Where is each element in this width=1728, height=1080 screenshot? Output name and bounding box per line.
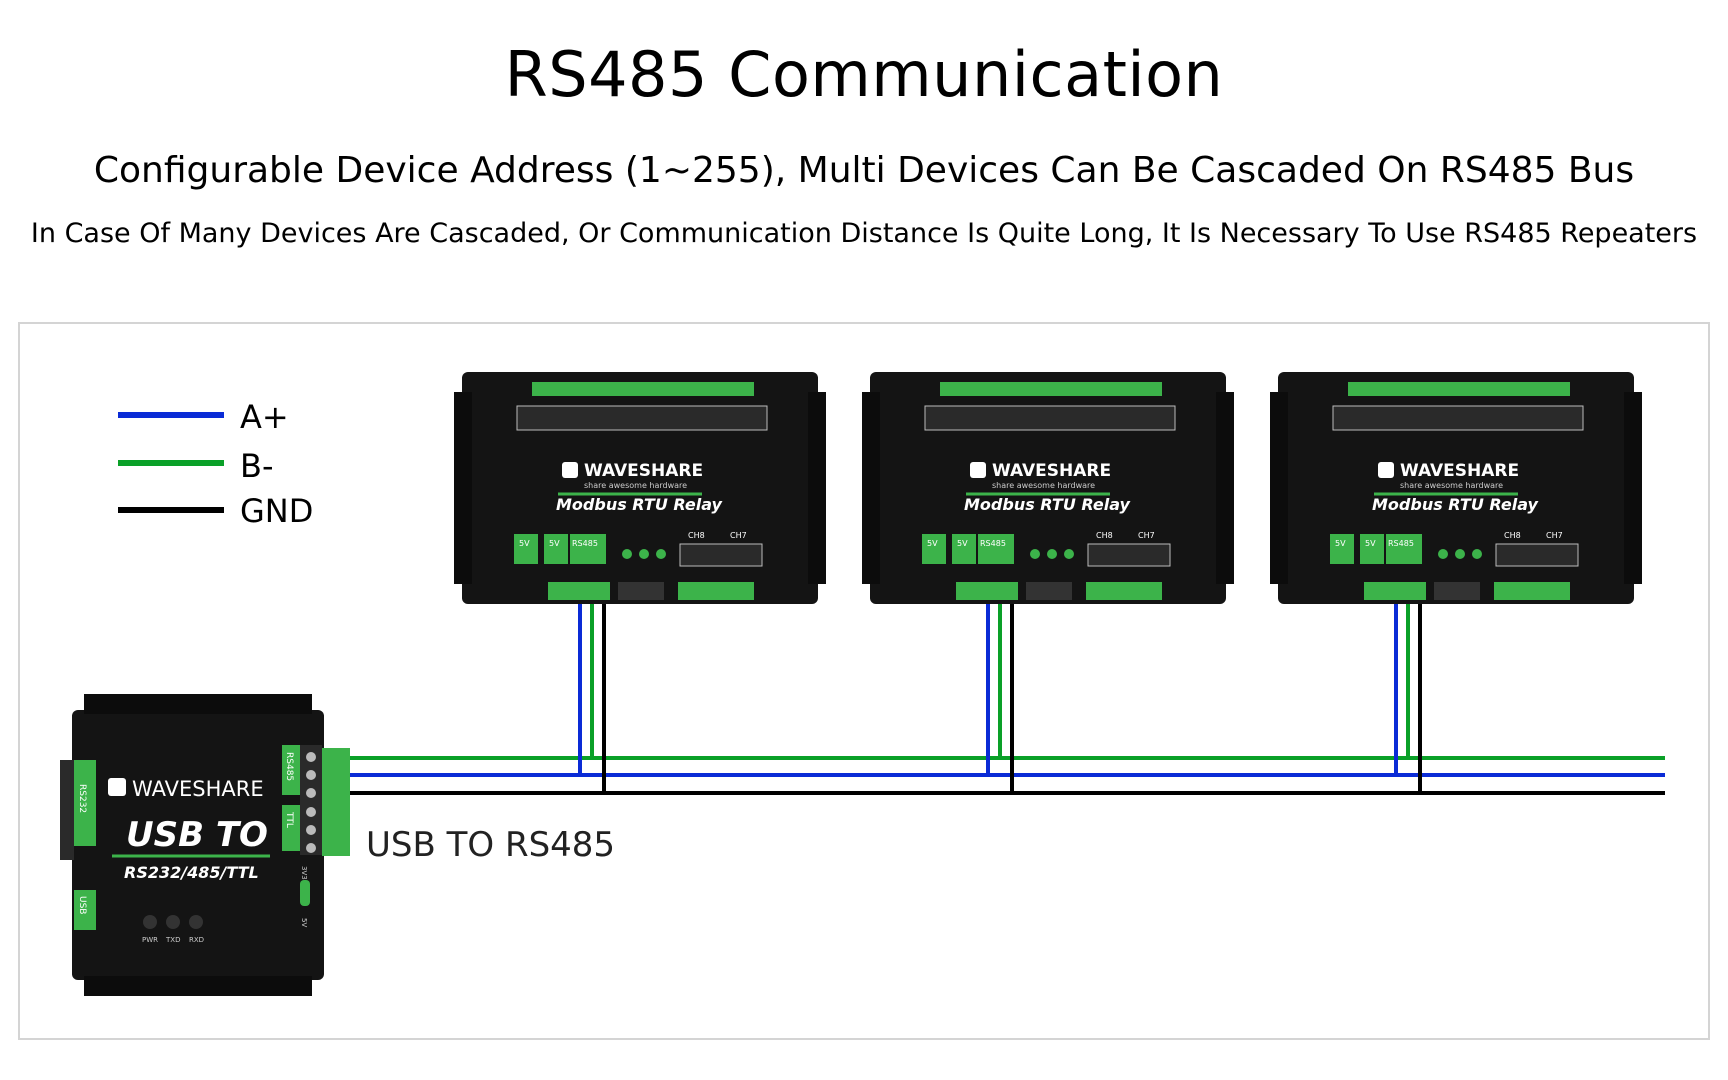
relay-tagline: share awesome hardware (584, 481, 687, 490)
drop-relay-3 (1394, 600, 1422, 793)
relay-5v-label: 5V (927, 539, 938, 548)
relay-module-2: WAVESHARE share awesome hardware Modbus … (862, 372, 1234, 604)
txd-led (166, 915, 180, 929)
txd-led-label: TXD (165, 936, 180, 944)
relay-brand: WAVESHARE (584, 461, 703, 481)
relay-5v2-label: 5V (1365, 539, 1376, 548)
relay-rs485-label: RS485 (980, 539, 1006, 548)
status-led (1047, 549, 1057, 559)
rs485-bus (345, 756, 1665, 795)
relay-5v-label: 5V (1335, 539, 1346, 548)
converter-brand: WAVESHARE (132, 777, 264, 801)
relay-tagline: share awesome hardware (992, 481, 1095, 490)
relay-model: Modbus RTU Relay (556, 495, 723, 514)
rxd-led (189, 915, 203, 929)
status-led (1455, 549, 1465, 559)
converter-body (72, 710, 324, 980)
bus-drops (578, 600, 1422, 793)
relay-ch7-label: CH7 (730, 531, 747, 540)
legend-gnd-label: GND (240, 492, 313, 530)
converter-ttl-label: TTL (284, 811, 294, 828)
legend: A+ B- GND (118, 398, 313, 530)
converter-title: USB TO (126, 815, 268, 855)
relay-ch7-label: CH7 (1546, 531, 1563, 540)
relay-rs485-terminal (548, 582, 610, 600)
relay-ch7-label: CH7 (1138, 531, 1155, 540)
usb-port (74, 890, 96, 930)
relay-5v2-label: 5V (549, 539, 560, 548)
relay-ch8-label: CH8 (688, 531, 705, 540)
status-led (656, 549, 666, 559)
pwr-led-label: PWR (142, 936, 158, 944)
legend-a-plus-label: A+ (240, 398, 289, 436)
waveshare-logo-icon (1378, 462, 1394, 478)
status-led (1030, 549, 1040, 559)
drop-relay-1 (578, 600, 606, 793)
status-led (639, 549, 649, 559)
converter-usb-label: USB (77, 896, 87, 914)
converter-caption: USB TO RS485 (366, 825, 615, 865)
relay-brand: WAVESHARE (992, 461, 1111, 481)
waveshare-logo-icon (970, 462, 986, 478)
status-led (1064, 549, 1074, 559)
switch-5v-label: 5V (300, 918, 308, 927)
converter-terminal-block (322, 748, 350, 856)
switch-3v3-label: 3V3 (300, 866, 308, 880)
voltage-switch (300, 880, 310, 906)
relay-5v2-label: 5V (957, 539, 968, 548)
relay-rs485-terminal (956, 582, 1018, 600)
relay-model: Modbus RTU Relay (1372, 495, 1539, 514)
relay-rs485-terminal (1364, 582, 1426, 600)
relay-tagline: share awesome hardware (1400, 481, 1503, 490)
status-led (622, 549, 632, 559)
repeater-note: In Case Of Many Devices Are Cascaded, Or… (30, 218, 1698, 249)
rs232-port (74, 760, 96, 846)
waveshare-logo-icon (108, 778, 126, 796)
relay-ch8-label: CH8 (1096, 531, 1113, 540)
rxd-led-label: RXD (189, 936, 204, 944)
relay-ch8-label: CH8 (1504, 531, 1521, 540)
legend-b-minus-label: B- (240, 447, 274, 485)
relay-top-terminal (940, 382, 1162, 396)
converter-rs232-label: RS232 (77, 784, 87, 813)
relay-brand: WAVESHARE (1400, 461, 1519, 481)
pwr-led (143, 915, 157, 929)
status-led (1438, 549, 1448, 559)
status-led (1472, 549, 1482, 559)
relay-5v-label: 5V (519, 539, 530, 548)
converter-rs485-label: RS485 (284, 752, 294, 781)
drop-relay-2 (986, 600, 1014, 793)
waveshare-logo-icon (562, 462, 578, 478)
relay-rs485-label: RS485 (1388, 539, 1414, 548)
relay-model: Modbus RTU Relay (964, 495, 1131, 514)
page-subtitle: Configurable Device Address (1~255), Mul… (93, 150, 1635, 191)
relay-module-3: WAVESHARE share awesome hardware Modbus … (1270, 372, 1642, 604)
relay-rs485-label: RS485 (572, 539, 598, 548)
diagram-frame (18, 322, 1710, 1040)
converter-subtitle: RS232/485/TTL (124, 863, 259, 882)
relay-top-terminal (532, 382, 754, 396)
page-title: RS485 Communication (504, 38, 1224, 111)
usb-converter: RS232 USB WAVESHARE USB TO RS232/485/TTL… (60, 694, 350, 996)
relay-module-1: WAVESHARE share awesome hardware Modbus … (454, 372, 826, 604)
relay-top-terminal (1348, 382, 1570, 396)
